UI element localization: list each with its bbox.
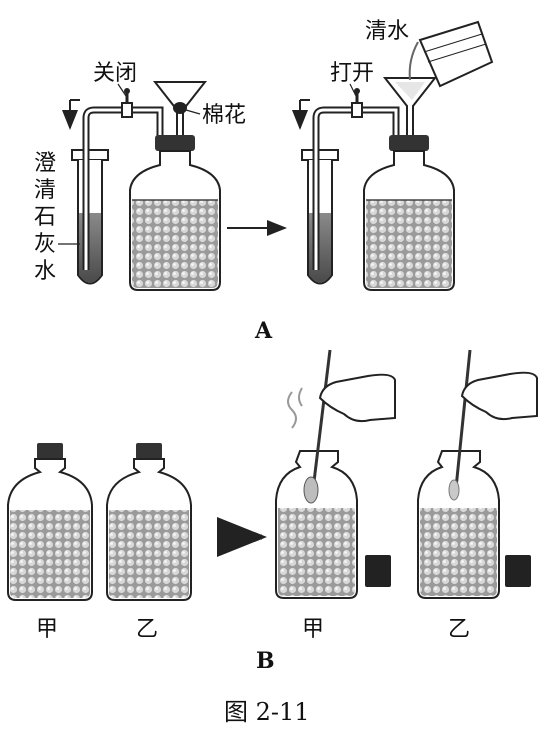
svg-text:石: 石 xyxy=(34,205,56,230)
bottle-yi-before xyxy=(106,443,192,601)
panel-a-right-apparatus: 清水 打开 xyxy=(292,19,494,291)
figure-caption: 图 2-11 xyxy=(224,698,310,726)
bottle-yi-after xyxy=(417,349,538,599)
label-yi-after: 乙 xyxy=(448,617,470,642)
panel-a-label: A xyxy=(254,318,273,344)
stopper-jia-removed xyxy=(365,555,391,587)
label-jia-after: 甲 xyxy=(302,617,324,642)
smoke-icon xyxy=(287,387,303,429)
label-cotton: 棉花 xyxy=(202,103,246,128)
bottle-jia-before xyxy=(7,443,93,601)
test-tube-right xyxy=(301,149,339,285)
stopper-yi-removed xyxy=(505,555,531,587)
beaker-pouring xyxy=(408,20,494,88)
svg-text:水: 水 xyxy=(34,259,56,284)
valve-closed xyxy=(121,88,133,118)
label-yi-before: 乙 xyxy=(136,617,158,642)
svg-text:清: 清 xyxy=(34,178,56,203)
hand-jia xyxy=(318,373,396,423)
label-clear-water: 清水 xyxy=(365,19,409,44)
flame-yi xyxy=(448,479,460,501)
test-tube-limewater xyxy=(71,149,109,285)
cotton-plug xyxy=(173,102,187,114)
panel-a-left-apparatus: 关闭 棉花 澄 清 石 灰 水 xyxy=(34,61,246,291)
flame-jia xyxy=(303,476,319,504)
label-limewater: 澄 清 石 灰 水 xyxy=(34,151,80,284)
svg-text:澄: 澄 xyxy=(34,151,56,176)
wooden-splint-yi xyxy=(453,349,472,499)
wooden-splint-jia xyxy=(310,349,332,499)
label-jia-before: 甲 xyxy=(36,617,58,642)
svg-text:灰: 灰 xyxy=(34,232,56,257)
bottle-jia-after xyxy=(275,349,396,599)
gas-bottle-left xyxy=(129,135,221,291)
gas-bottle-right xyxy=(363,135,455,291)
label-valve-closed: 关闭 xyxy=(93,61,137,86)
hand-yi xyxy=(460,371,538,421)
panel-b-label: B xyxy=(256,648,275,674)
label-valve-open: 打开 xyxy=(330,61,374,86)
valve-open xyxy=(351,88,363,118)
